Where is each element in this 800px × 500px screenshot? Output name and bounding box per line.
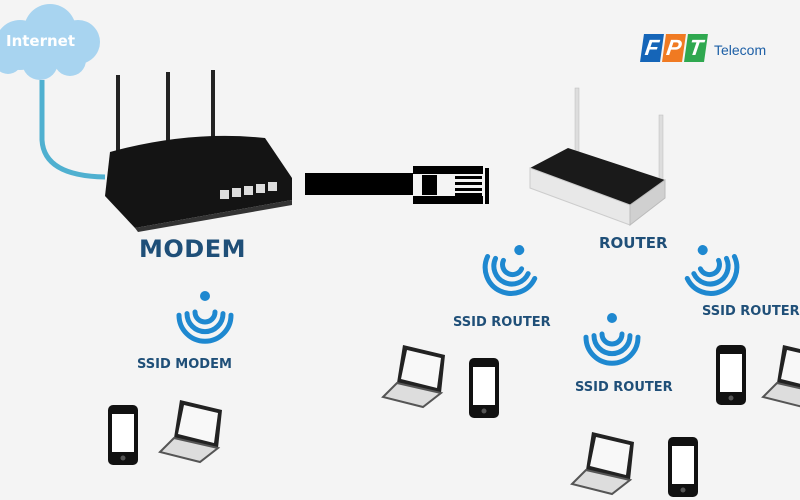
internet-label: Internet bbox=[6, 32, 76, 50]
router-device bbox=[529, 87, 666, 227]
fpt-telecom-logo: F P T Telecom bbox=[640, 34, 767, 62]
ssid-modem-label: SSID MODEM bbox=[137, 357, 232, 372]
smartphone-icon bbox=[469, 358, 499, 418]
logo-text: Telecom bbox=[714, 42, 767, 58]
laptop-icon bbox=[381, 345, 445, 409]
ssid-router-label: SSID ROUTER bbox=[575, 380, 673, 395]
ssid-router-label: SSID ROUTER bbox=[702, 304, 800, 319]
laptop-icon bbox=[570, 432, 634, 496]
ssid-router-label: SSID ROUTER bbox=[453, 315, 551, 330]
ethernet-cable bbox=[305, 166, 489, 204]
logo-letter: T bbox=[684, 34, 708, 62]
internet-cable bbox=[39, 80, 106, 180]
wifi-signal-icon bbox=[684, 245, 740, 296]
wifi-signal-icon bbox=[583, 313, 641, 366]
wifi-signal-icon bbox=[176, 291, 234, 344]
logo-letter: P bbox=[662, 34, 686, 62]
smartphone-icon bbox=[108, 405, 138, 465]
modem-label: MODEM bbox=[139, 235, 246, 263]
laptop-icon bbox=[158, 400, 222, 464]
internet-cloud bbox=[0, 4, 100, 80]
smartphone-icon bbox=[716, 345, 746, 405]
wifi-signal-icon bbox=[482, 245, 538, 296]
modem-device bbox=[105, 70, 292, 232]
router-label: ROUTER bbox=[599, 234, 668, 252]
smartphone-icon bbox=[668, 437, 698, 497]
logo-letter: F bbox=[640, 34, 664, 62]
laptop-icon bbox=[761, 345, 800, 408]
